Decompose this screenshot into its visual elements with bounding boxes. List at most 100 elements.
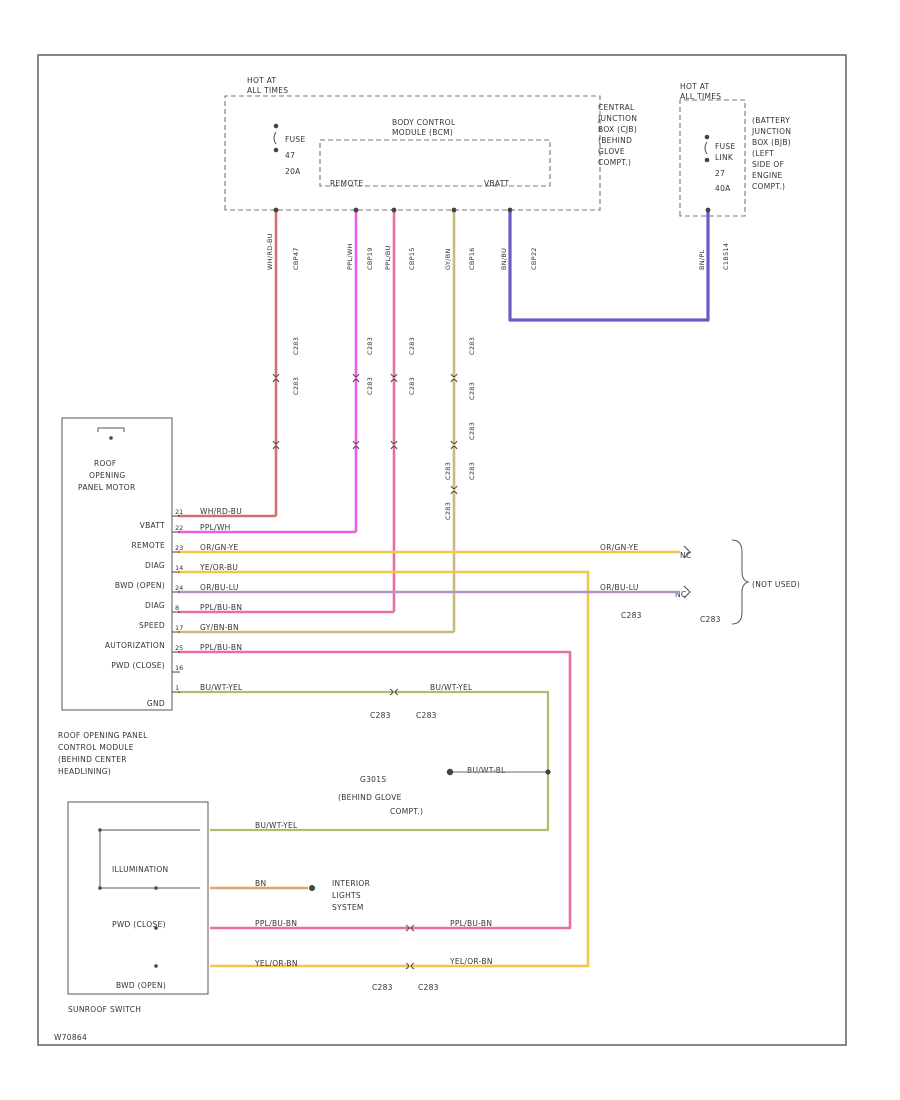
- terminal-dot: [705, 207, 711, 213]
- module-pin-label: REMOTE: [132, 541, 165, 550]
- bcm-label-2: MODULE (BCM): [392, 128, 453, 137]
- hot-at-all-times-right-2: ALL TIMES: [680, 92, 721, 101]
- cjb-label-1: CENTRAL: [598, 103, 635, 112]
- module-pin-number: 14: [175, 564, 183, 572]
- ground-point-dot: [446, 768, 454, 776]
- terminal-dot: [273, 207, 279, 213]
- nc-label-1: NC: [680, 551, 691, 560]
- connector-symbol: [405, 924, 409, 932]
- module-pin-label: DIAG: [145, 601, 165, 610]
- connector-label: C283: [370, 711, 391, 720]
- connector-symbol: [411, 962, 415, 970]
- cjb-label-4: (BEHIND: [598, 136, 632, 145]
- wire-color-label: PPL/BU-BN: [200, 643, 242, 652]
- connector-symbol: [450, 379, 458, 383]
- wire-color-label: PPL/BU-BN: [450, 919, 492, 928]
- wire-color-label: BN: [255, 879, 266, 888]
- battery-feed-wire: [508, 210, 710, 322]
- wire-color-label: PPL/BU-BN: [255, 919, 297, 928]
- wire-color-label: OR/BU-LU: [200, 583, 239, 592]
- connector-label: C283: [468, 382, 476, 400]
- connector-symbol: [352, 440, 360, 444]
- connector-symbol: [450, 440, 458, 444]
- connector-symbol: [272, 440, 280, 444]
- motor-label-2: OPENING: [89, 471, 126, 480]
- motor-label-1: ROOF: [94, 459, 117, 468]
- wire-color-label: YE/OR-BU: [199, 563, 238, 572]
- wire-color-label: PPL/WH: [200, 523, 231, 532]
- wire-color-label: OR/GN-YE: [600, 543, 639, 552]
- module-pin-number: 21: [175, 508, 183, 516]
- connector-symbol: [272, 379, 280, 383]
- bcm-pin-remote: REMOTE: [330, 179, 363, 188]
- vertical-wire-label: BN/BU: [500, 248, 508, 270]
- bjb-label-5: SIDE OF: [752, 160, 784, 169]
- terminal-dot: [353, 207, 359, 213]
- vertical-wire-label: PPL/WH: [346, 243, 354, 270]
- fuse-link-label-1: FUSE: [715, 142, 736, 151]
- diagram-frame: [37, 54, 847, 1046]
- connector-symbol: [390, 373, 398, 377]
- pwd-close-wire: [178, 650, 572, 930]
- module-label-2: CONTROL MODULE: [58, 743, 134, 752]
- not-used-annotation: NC NC (NOT USED): [675, 539, 800, 625]
- module-pin-number: 17: [175, 624, 183, 632]
- connector-label: C283: [468, 337, 476, 355]
- fuse-label-2: 47: [285, 151, 295, 160]
- module-pin-label: AUTORIZATION: [105, 641, 165, 650]
- wire-color-label: OR/BU-LU: [600, 583, 639, 592]
- switch-illumination-label: ILLUMINATION: [112, 865, 168, 874]
- connector-symbol: [272, 446, 280, 450]
- vertical-wire-label: CBP47: [292, 247, 300, 270]
- not-used-label: (NOT USED): [752, 580, 800, 589]
- module-pin-number: 8: [175, 604, 179, 612]
- fuse-label-3: 20A: [285, 167, 301, 176]
- wire-color-label: WH/RD-BU: [200, 507, 242, 516]
- gnd-wire: [178, 690, 550, 832]
- connector-label: C283: [366, 337, 374, 355]
- wire-color-label: PPL/BU-BN: [200, 603, 242, 612]
- ground-label-1: G301S: [360, 775, 386, 784]
- connector-symbol: [389, 688, 393, 696]
- terminal-dot: [507, 207, 513, 213]
- bcm-pin-vbatt: VBATT: [484, 179, 509, 188]
- bjb-label-3: BOX (BJB): [752, 138, 791, 147]
- interior-lights-label-2: LIGHTS: [332, 891, 361, 900]
- fuse-link-label-4: 40A: [715, 184, 731, 193]
- connector-label: C283: [444, 462, 452, 480]
- module-pin-label: GND: [147, 699, 165, 708]
- connector-symbol: [450, 446, 458, 450]
- connector-label: C283: [700, 615, 721, 624]
- module-label-1: ROOF OPENING PANEL: [58, 731, 148, 740]
- wire-color-label: YEL/OR-BN: [254, 959, 298, 968]
- connector-label: C283: [621, 611, 642, 620]
- hot-at-all-times-right-1: HOT AT: [680, 82, 710, 91]
- cjb-label-3: BOX (CJB): [598, 125, 637, 134]
- connector-label: C283: [418, 983, 439, 992]
- wires: [178, 210, 710, 968]
- interior-lights-label-3: SYSTEM: [332, 903, 364, 912]
- cjb-label-2: JUNCTION: [597, 114, 637, 123]
- module-label-3: (BEHIND CENTER: [58, 755, 127, 764]
- vertical-wire-label: BN/PL: [698, 249, 706, 270]
- bwd-open-wire: [178, 570, 590, 968]
- connector-symbol: [352, 373, 360, 377]
- connector-label: C283: [408, 337, 416, 355]
- connector-label: C283: [468, 422, 476, 440]
- connector-symbol: [352, 446, 360, 450]
- module-pin-number: 22: [175, 524, 183, 532]
- wire-color-label: GY/BN-BN: [200, 623, 239, 632]
- connector-label: C283: [416, 711, 437, 720]
- wire-color-label: BU/WT-YEL: [430, 683, 473, 692]
- fuse-link-label-3: 27: [715, 169, 725, 178]
- vertical-wire-label: CBP19: [366, 247, 374, 270]
- connector-label: C283: [292, 377, 300, 395]
- vertical-wire-label: PPL/BU: [384, 245, 392, 270]
- bjb-label-4: (LEFT: [752, 149, 774, 158]
- ground-and-interior-lights: G301S (BEHIND GLOVE COMPT.) BU/WT-BL INT…: [332, 766, 506, 912]
- connector-symbol: [395, 688, 399, 696]
- wire-color-label: OR/GN-YE: [200, 543, 239, 552]
- module-pin-number: 23: [175, 544, 183, 552]
- connector-label: C283: [408, 377, 416, 395]
